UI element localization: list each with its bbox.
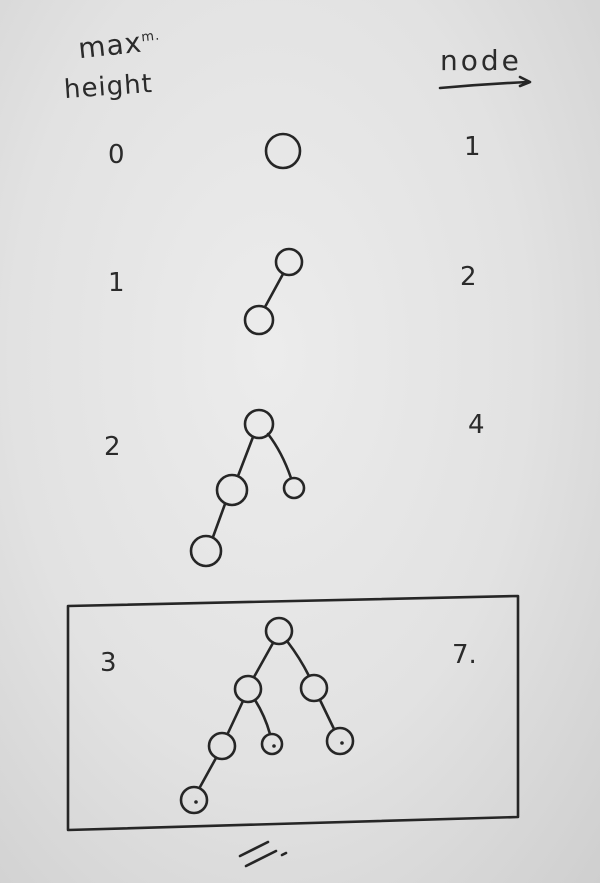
- tree-node: [189, 534, 223, 568]
- tree-node: [243, 304, 275, 336]
- scribble-mark: [238, 840, 288, 868]
- tree-node: [179, 785, 209, 815]
- tree-edge: [236, 435, 255, 478]
- tree-node: [233, 674, 263, 704]
- node-count: 2: [460, 262, 477, 292]
- ink-dot: [272, 744, 276, 748]
- ink-dot: [340, 741, 344, 745]
- tree-node: [264, 132, 302, 170]
- tree-node: [264, 616, 294, 646]
- tree-height-3: [179, 616, 355, 815]
- height-value: 0: [108, 140, 125, 170]
- tree-node: [207, 731, 237, 761]
- node-count: 4: [468, 410, 485, 440]
- tree-height-2: [189, 408, 306, 568]
- tree-edge: [318, 698, 336, 731]
- node-header: node: [440, 44, 522, 77]
- tree-node: [260, 732, 284, 756]
- tree-node: [274, 247, 304, 277]
- ink-dot: [194, 800, 198, 804]
- tree-node: [243, 408, 275, 440]
- highlight-box: [66, 594, 520, 832]
- height-value: 1: [108, 268, 125, 298]
- tree-node: [282, 476, 306, 500]
- tree-edge: [285, 639, 311, 678]
- tree-edge: [266, 432, 293, 480]
- tree-edge: [252, 641, 275, 679]
- tree-edge: [226, 699, 245, 735]
- tree-edge: [211, 502, 227, 539]
- tree-edge: [198, 756, 218, 789]
- tree-node: [215, 473, 249, 507]
- tree-edge: [263, 272, 285, 309]
- tree-node: [299, 673, 329, 703]
- tree-height-1: [243, 247, 304, 336]
- height-value: 2: [104, 432, 121, 462]
- tree-edge: [253, 698, 272, 736]
- tree-height-0: [264, 132, 302, 170]
- max-suffix: m.: [140, 28, 161, 46]
- node-count: 7.: [452, 640, 477, 670]
- tree-node: [325, 726, 355, 756]
- height-header: height: [63, 68, 154, 106]
- node-header-underline: [438, 75, 532, 90]
- max-label: max: [76, 25, 144, 66]
- height-value: 3: [100, 648, 117, 678]
- node-count: 1: [464, 132, 481, 162]
